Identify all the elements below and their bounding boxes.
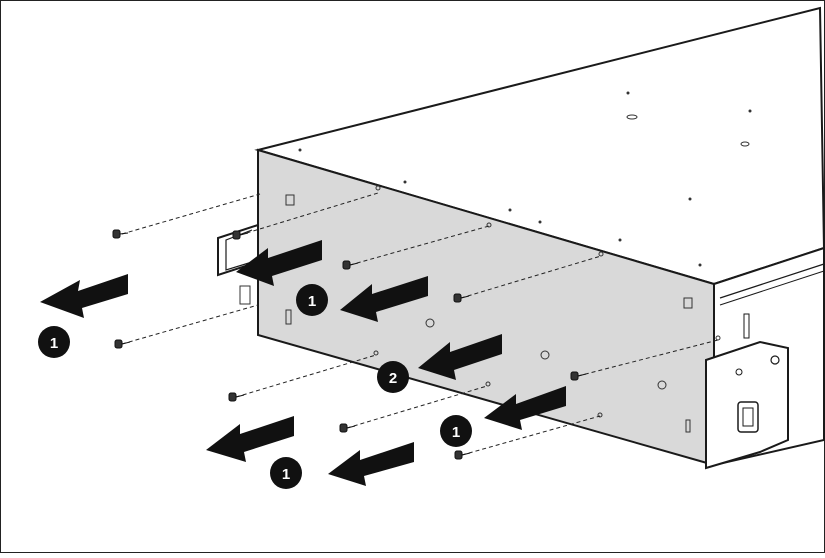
callout-marker-icon: 1 [296,284,328,316]
screws [112,229,587,460]
removal-arrows [40,240,566,486]
screw-icon [114,339,131,349]
callout-marker-icon: 1 [38,326,70,358]
removal-arrow-icon [236,240,322,286]
server-chassis-icon [217,6,825,470]
callout-marker-icon: 2 [377,361,409,393]
callout-marker-icon: 1 [270,457,302,489]
callout-label: 1 [452,424,460,441]
screw-icon [342,260,359,270]
screw-icon [228,392,245,402]
removal-arrow-icon [418,334,502,380]
removal-arrow-icon [328,442,414,486]
callout-label: 2 [389,370,397,387]
callout-marker-icon: 1 [440,415,472,447]
screw-icon [112,229,129,239]
callouts: 1 1 2 1 1 [38,284,472,489]
screw-icon [453,293,470,303]
callout-label: 1 [50,335,58,352]
screw-guides [121,192,719,456]
removal-arrow-icon [340,276,428,322]
screw-icon [570,371,587,381]
removal-arrow-icon [40,274,128,318]
callout-label: 1 [282,466,290,483]
screw-icon [339,423,356,433]
removal-arrow-icon [484,386,566,430]
callout-label: 1 [308,293,316,310]
screw-icon [454,450,471,460]
screw-icon [232,230,249,240]
removal-arrow-icon [206,416,294,462]
